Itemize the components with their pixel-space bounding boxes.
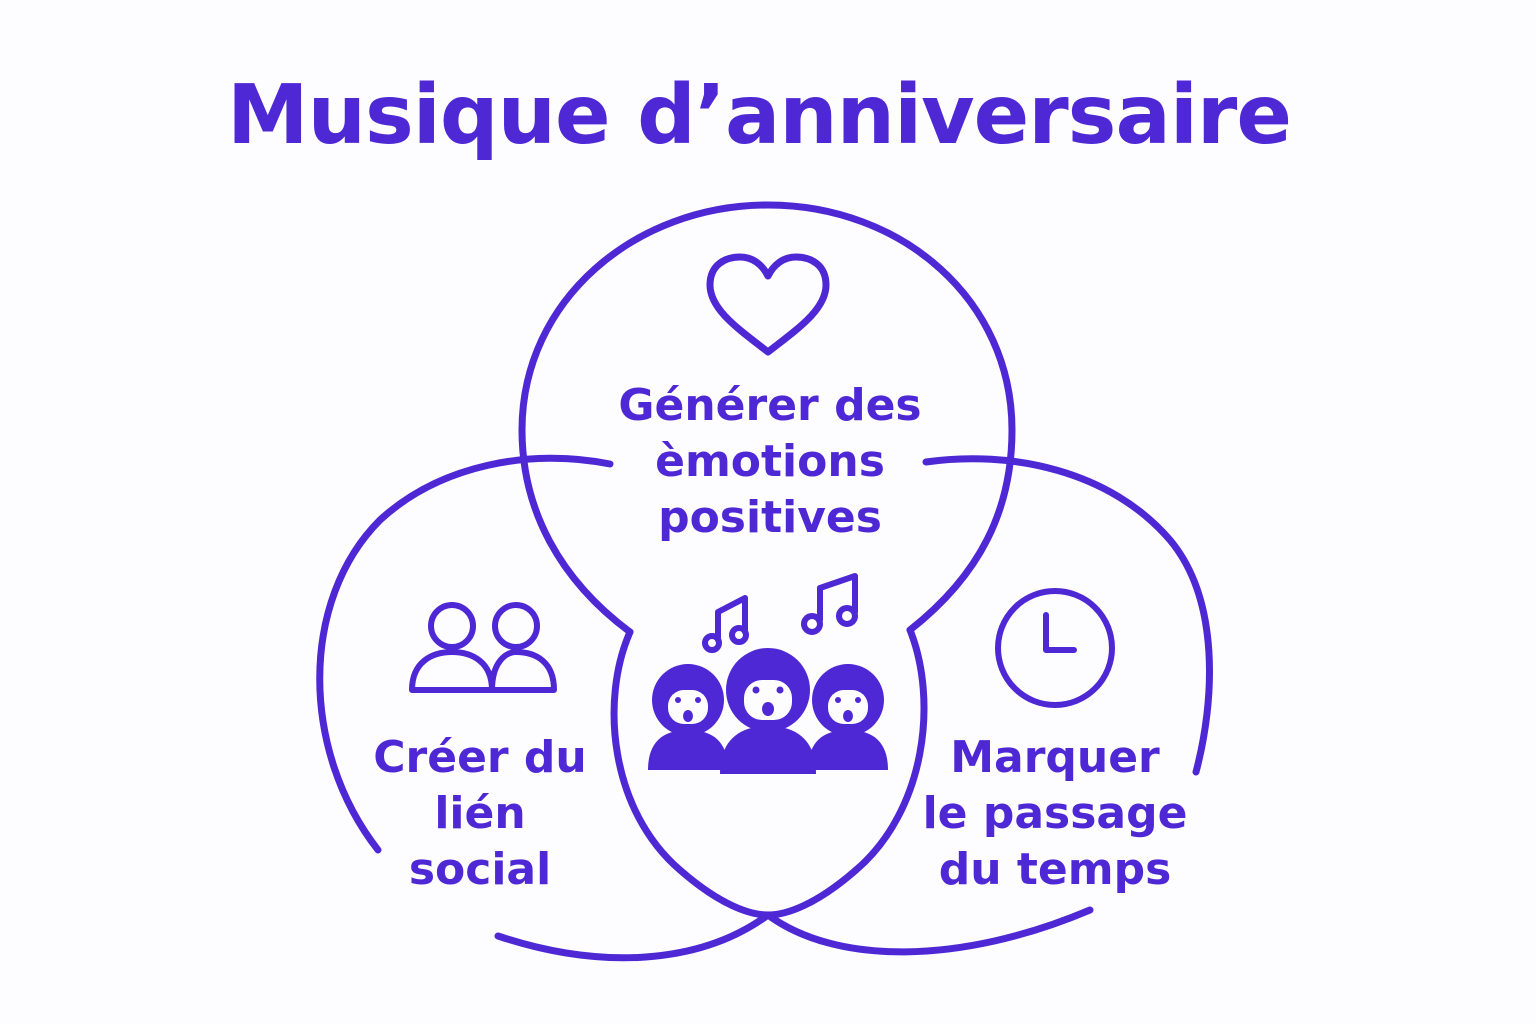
heart-icon xyxy=(706,253,830,356)
music-note-icon xyxy=(702,595,749,653)
top-circle xyxy=(518,201,1016,636)
clock-icon xyxy=(995,588,1115,708)
label-positive-emotions: Générer des èmotions positives xyxy=(618,380,922,543)
bottom-loop xyxy=(494,906,1094,962)
diagram-title: Musique d’anniversaire xyxy=(227,68,1292,163)
label-social-bond: Créer du lién social xyxy=(373,732,587,895)
right-circle xyxy=(922,455,1213,776)
label-passage-of-time: Marquer le passage du temps xyxy=(922,732,1188,895)
singing-people-icon xyxy=(648,648,888,774)
music-note-icon xyxy=(801,573,858,635)
people-icon xyxy=(409,602,557,693)
left-circle xyxy=(316,454,614,854)
